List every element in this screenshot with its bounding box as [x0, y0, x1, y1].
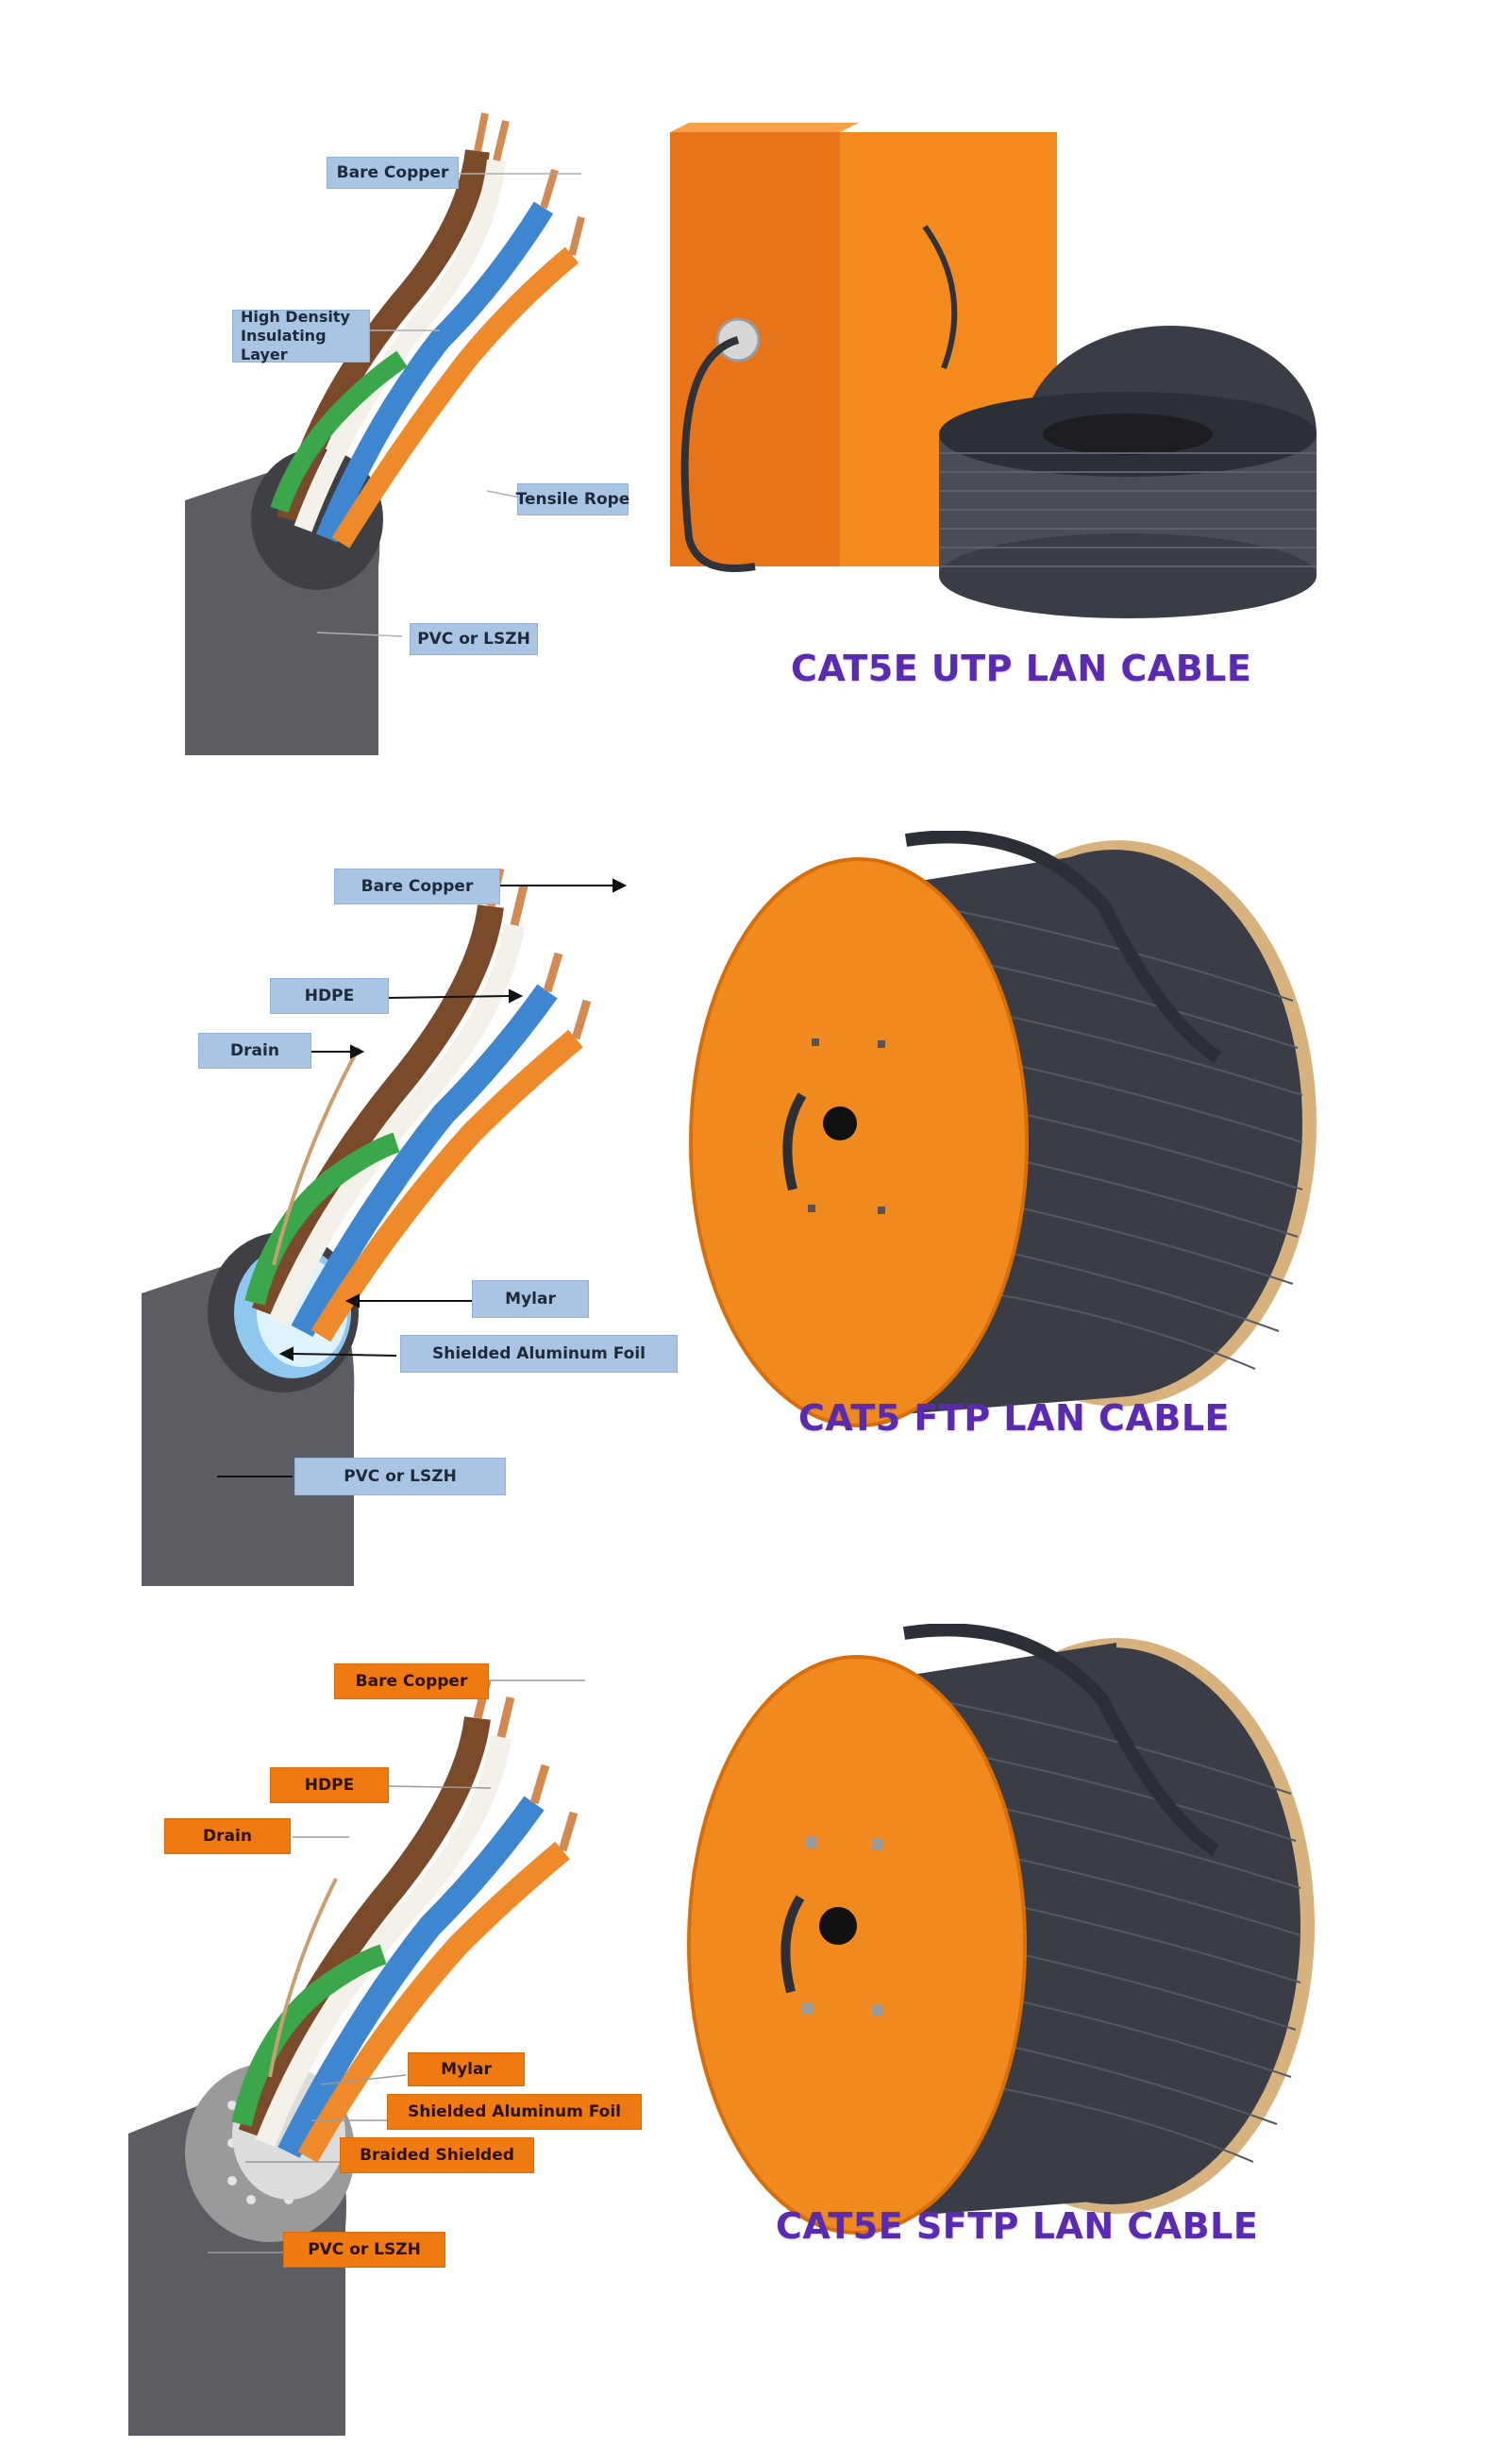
label-braided-shielded: Braided Shielded: [340, 2137, 534, 2173]
section-sftp: Bare Copper HDPE Drain Mylar Shielded Al…: [0, 1605, 1510, 2464]
label-shielded-aluminum-foil: Shielded Aluminum Foil: [400, 1335, 678, 1373]
label-bare-copper: Bare Copper: [334, 1663, 489, 1699]
label-mylar: Mylar: [472, 1280, 589, 1318]
label-mylar: Mylar: [408, 2052, 525, 2086]
label-pvc-or-lszh: PVC or LSZH: [294, 1458, 506, 1495]
section-ftp: Bare Copper HDPE Drain Mylar Shielded Al…: [0, 812, 1510, 1586]
caption-cat5-ftp: CAT5 FTP LAN CABLE: [798, 1397, 1230, 1439]
label-pvc-or-lszh: PVC or LSZH: [283, 2232, 445, 2268]
ftp-leader-lines: [217, 878, 628, 1477]
section-utp: Bare Copper High Density Insulating Laye…: [0, 0, 1510, 774]
label-hdpe: HDPE: [270, 1767, 389, 1803]
label-tensile-rope: Tensile Rope: [516, 483, 629, 515]
sftp-cable-cutaway-image: [128, 1662, 657, 2436]
label-hdpe: HDPE: [270, 978, 389, 1014]
label-bare-copper: Bare Copper: [327, 157, 459, 189]
sftp-leader-lines: [208, 1679, 585, 2253]
sftp-reel-image: [687, 1624, 1329, 2237]
utp-cable-cutaway-image: [185, 76, 638, 755]
label-drain: Drain: [164, 1818, 291, 1854]
label-pvc-or-lszh: PVC or LSZH: [410, 623, 538, 655]
label-bare-copper: Bare Copper: [334, 869, 500, 904]
caption-cat5e-sftp: CAT5E SFTP LAN CABLE: [776, 2205, 1259, 2247]
ftp-cable-cutaway-image: [142, 869, 670, 1586]
caption-cat5e-utp: CAT5E UTP LAN CABLE: [791, 648, 1252, 689]
utp-box-and-coil-image: [670, 123, 1321, 651]
label-drain: Drain: [198, 1033, 311, 1069]
label-shielded-aluminum-foil: Shielded Aluminum Foil: [387, 2094, 642, 2130]
label-high-density-insulating-layer: High Density Insulating Layer: [232, 308, 370, 363]
ftp-reel-image: [689, 831, 1331, 1435]
